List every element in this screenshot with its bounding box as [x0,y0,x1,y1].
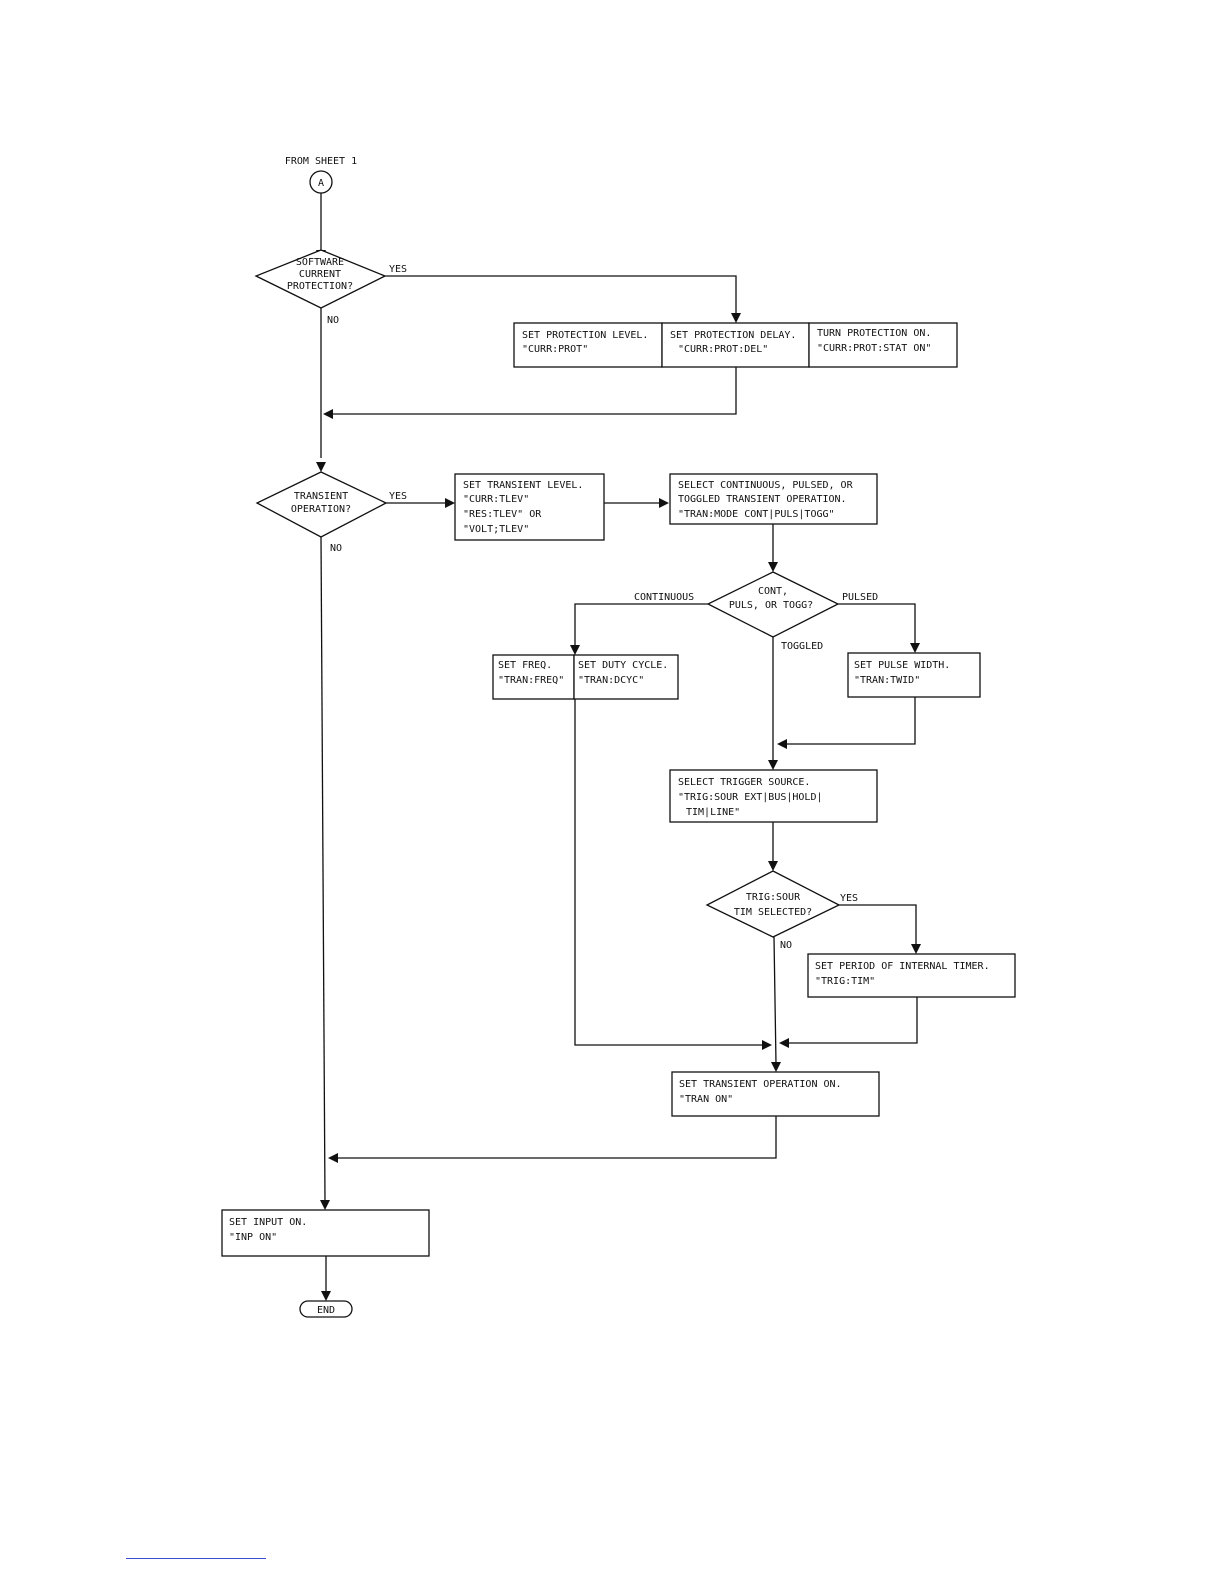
branch-label-toggled: TOGGLED [781,641,823,652]
box-text: SET INPUT ON. [229,1217,307,1228]
box-select-transient-mode [669,473,878,525]
arrowhead [570,645,580,655]
arrowhead [779,1038,789,1048]
box-text: "TRAN:MODE CONT|PULS|TOGG" [678,509,835,520]
box-text: "RES:TLEV" OR [463,509,542,520]
box-text: "CURR:PROT:DEL" [678,344,768,355]
box-select-trigger-source [669,769,878,823]
branch-label-no: NO [330,543,342,554]
box-text: SET DUTY CYCLE. [578,660,668,671]
box-text: "CURR:TLEV" [463,494,529,505]
decision-software-current-protection [254,249,387,309]
box-set-timer-period [807,953,1016,998]
box-text: "TRIG:TIM" [815,976,875,987]
box-text: TOGGLED TRANSIENT OPERATION. [678,494,847,505]
terminal-end [299,1300,353,1318]
flow-line [773,936,777,1065]
branch-label-yes: YES [840,893,858,904]
branch-label-no: NO [780,940,792,951]
arrowhead [911,944,921,954]
decision-text: CURRENT [299,269,341,280]
decision-text: OPERATION? [291,504,351,515]
decision-mode [706,571,840,638]
box-text: "TRAN:FREQ" [498,675,564,686]
decision-text: TIM SELECTED? [734,907,812,918]
box-text: SET PROTECTION LEVEL. [522,330,648,341]
box-text: SET TRANSIENT LEVEL. [463,480,583,491]
decision-text: TRANSIENT [294,491,348,502]
flow-line [787,997,918,1044]
box-text: TIM|LINE" [686,807,740,818]
arrowhead [768,562,778,572]
arrowhead [323,409,333,419]
arrowhead [768,760,778,770]
box-set-transient-on [671,1071,880,1117]
flow-line [331,367,737,415]
box-text: SET PULSE WIDTH. [854,660,950,671]
box-text: "TRAN ON" [679,1094,733,1105]
flow-line [574,603,708,648]
flow-line [839,904,917,946]
box-text: TURN PROTECTION ON. [817,328,931,339]
box-text: SELECT CONTINUOUS, PULSED, OR [678,480,854,491]
decision-text: TRIG:SOUR [746,892,801,903]
box-set-transient-level [454,473,605,541]
decision-trig-sour-tim [705,870,841,938]
box-text: SET FREQ. [498,660,552,671]
arrowhead [910,643,920,653]
box-set-duty-cycle [573,654,679,700]
terminal-label: END [317,1305,335,1316]
box-set-input-on [221,1209,430,1257]
box-text: "CURR:PROT:STAT ON" [817,343,931,354]
box-text: SET PERIOD OF INTERNAL TIMER. [815,961,990,972]
connector-caption: FROM SHEET 1 [285,156,357,167]
flow-line [785,697,916,745]
decision-text: PROTECTION? [287,281,353,292]
arrowhead [320,1200,330,1210]
arrowhead [768,861,778,871]
branch-label-continuous: CONTINUOUS [634,592,694,603]
decision-transient-operation [255,471,388,538]
arrowhead [777,739,787,749]
branch-label-yes: YES [389,491,407,502]
box-set-protection-level [513,322,663,368]
box-set-pulse-width [847,652,981,698]
flow-line [385,275,737,315]
flow-lines [320,193,918,1293]
box-turn-protection-on [808,322,958,368]
arrowhead [328,1153,338,1163]
arrowhead [731,313,741,323]
box-text: "INP ON" [229,1232,277,1243]
flow-line [336,1116,777,1159]
arrowhead [445,498,455,508]
box-set-freq [492,654,575,700]
box-set-protection-delay [661,322,810,368]
box-text: "TRIG:SOUR EXT|BUS|HOLD| [678,792,823,803]
arrowhead [316,462,326,472]
box-text: "TRAN:TWID" [854,675,920,686]
footer-rule [126,1558,266,1559]
decision-text: CONT, [758,586,788,597]
box-text: "TRAN:DCYC" [578,675,644,686]
box-text: SET PROTECTION DELAY. [670,330,796,341]
flow-line [574,699,764,1046]
arrowhead [771,1062,781,1072]
branch-label-no: NO [327,315,339,326]
box-text: "VOLT;TLEV" [463,524,529,535]
decision-text: PULS, OR TOGG? [729,600,813,611]
decision-text: SOFTWARE [296,257,344,268]
arrowhead [762,1040,772,1050]
connector-letter: A [318,178,324,189]
branch-label-pulsed: PULSED [842,592,878,603]
arrowhead [659,498,669,508]
box-text: "CURR:PROT" [522,344,588,355]
flow-line [320,536,326,1203]
branch-label-yes: YES [389,264,407,275]
arrowhead [321,1291,331,1301]
flow-line [838,603,916,645]
box-text: SELECT TRIGGER SOURCE. [678,777,810,788]
box-text: SET TRANSIENT OPERATION ON. [679,1079,842,1090]
